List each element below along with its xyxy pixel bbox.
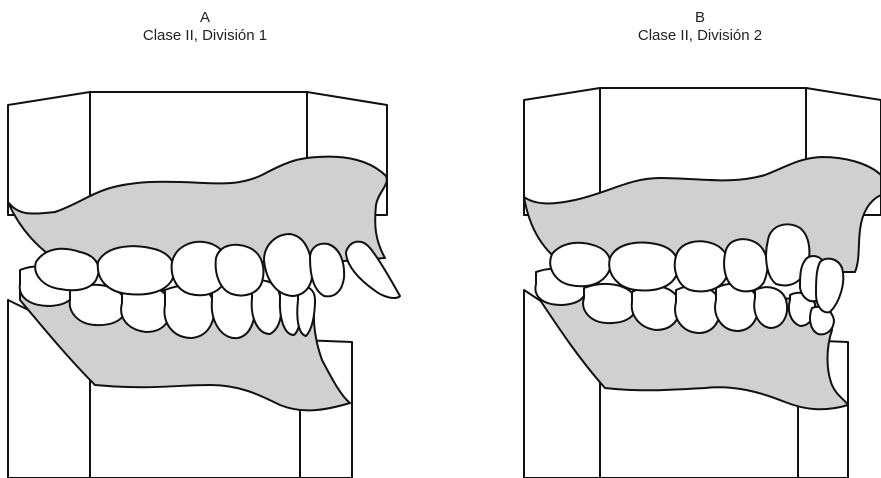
panel-b-model [524,88,881,478]
panel-a-model [8,92,400,478]
